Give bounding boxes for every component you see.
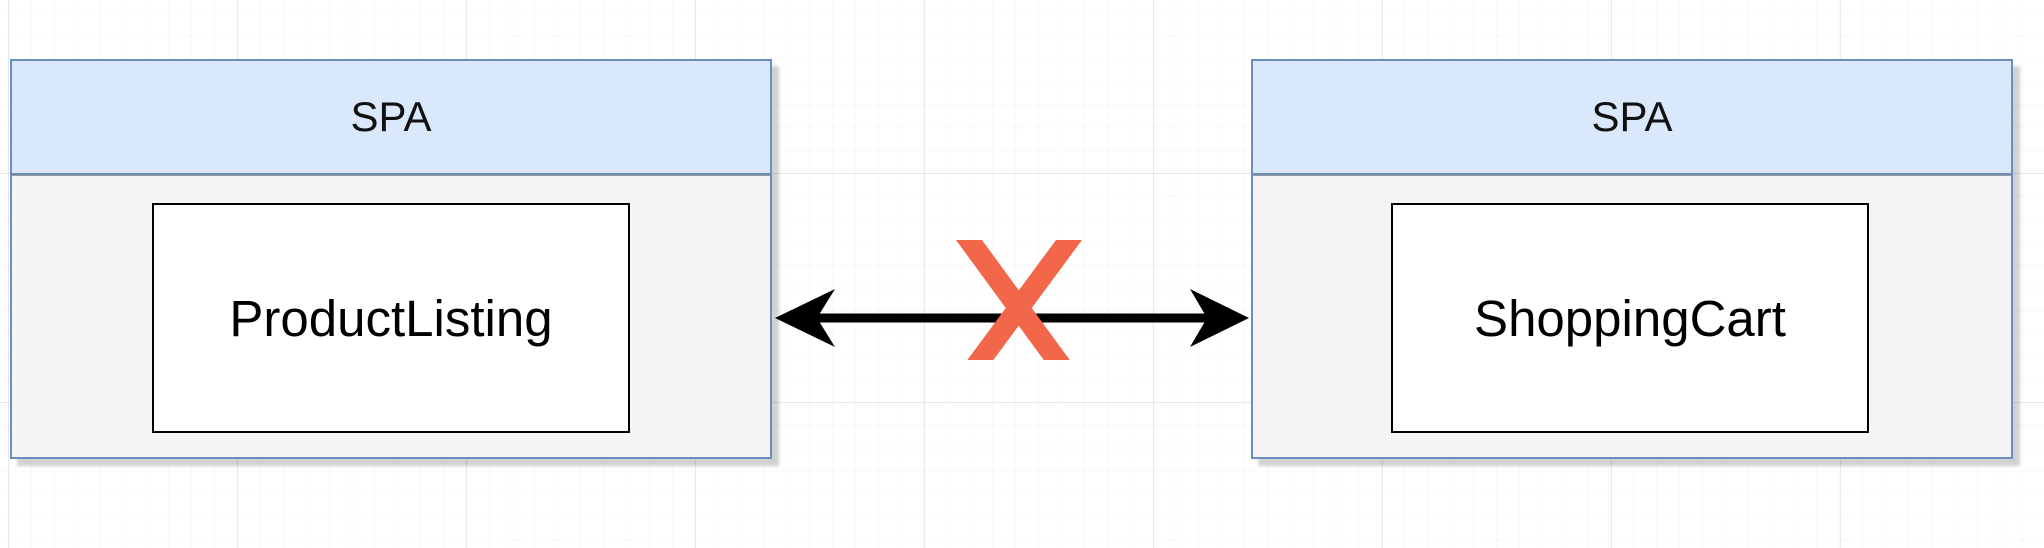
spa-container-right: SPA ShoppingCart	[1251, 59, 2013, 459]
arrow-head-right-icon	[1190, 289, 1249, 347]
shopping-cart-component: ShoppingCart	[1391, 203, 1869, 433]
cross-mark-icon	[956, 240, 1082, 360]
spa-header-right: SPA	[1253, 61, 2011, 175]
arrow-head-left-icon	[775, 289, 835, 347]
blocked-communication-connector	[775, 240, 1249, 360]
product-listing-component: ProductListing	[152, 203, 630, 433]
spa-body-left: ProductListing	[12, 175, 770, 457]
spa-header-left: SPA	[12, 61, 770, 175]
spa-body-right: ShoppingCart	[1253, 175, 2011, 457]
spa-container-left: SPA ProductListing	[10, 59, 772, 459]
